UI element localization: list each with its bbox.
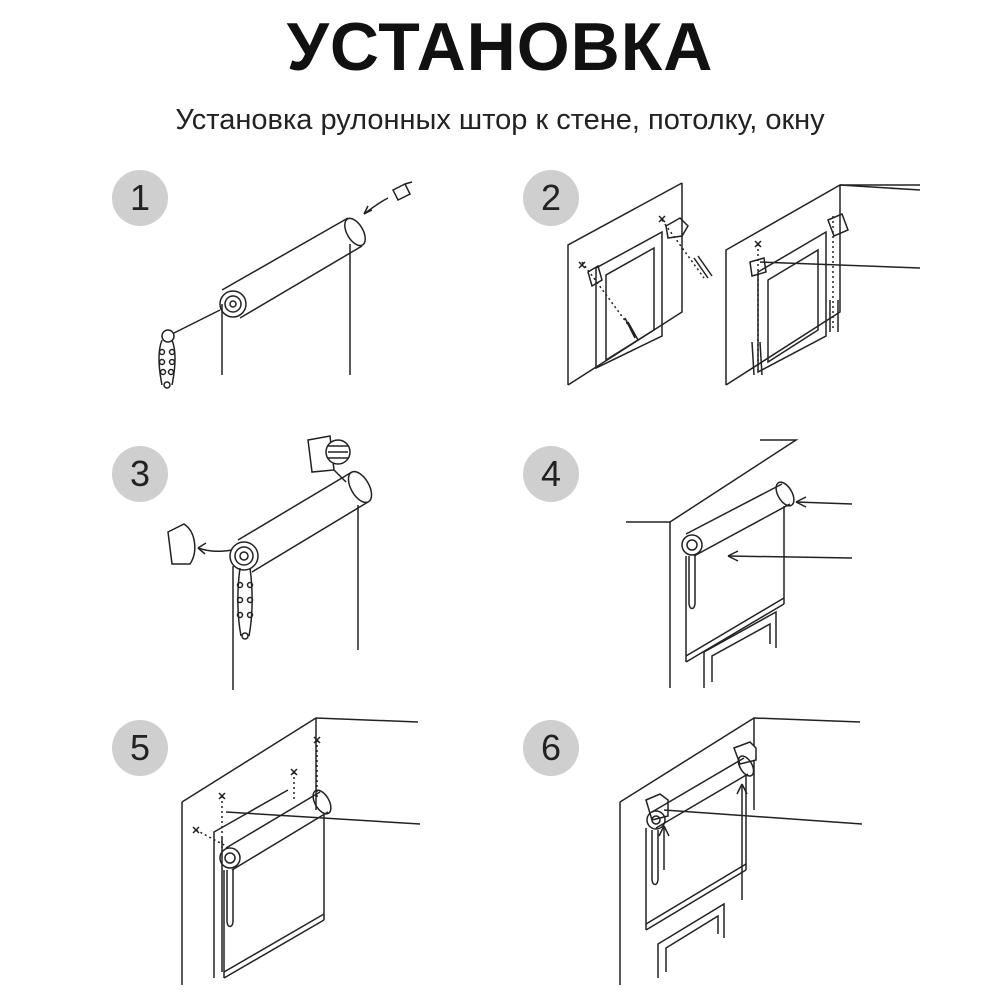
step-6-number-badge: 6: [523, 720, 579, 776]
step-3-number-badge: 3: [112, 446, 168, 502]
page-title: УСТАНОВКА: [286, 9, 714, 85]
step-5-number-badge: 5: [112, 720, 168, 776]
step-2-number-badge: 2: [523, 170, 579, 226]
step-1-number-badge: 1: [112, 170, 168, 226]
step-4-number-badge: 4: [523, 446, 579, 502]
page-subtitle: Установка рулонных штор к стене, потолку…: [175, 104, 825, 136]
